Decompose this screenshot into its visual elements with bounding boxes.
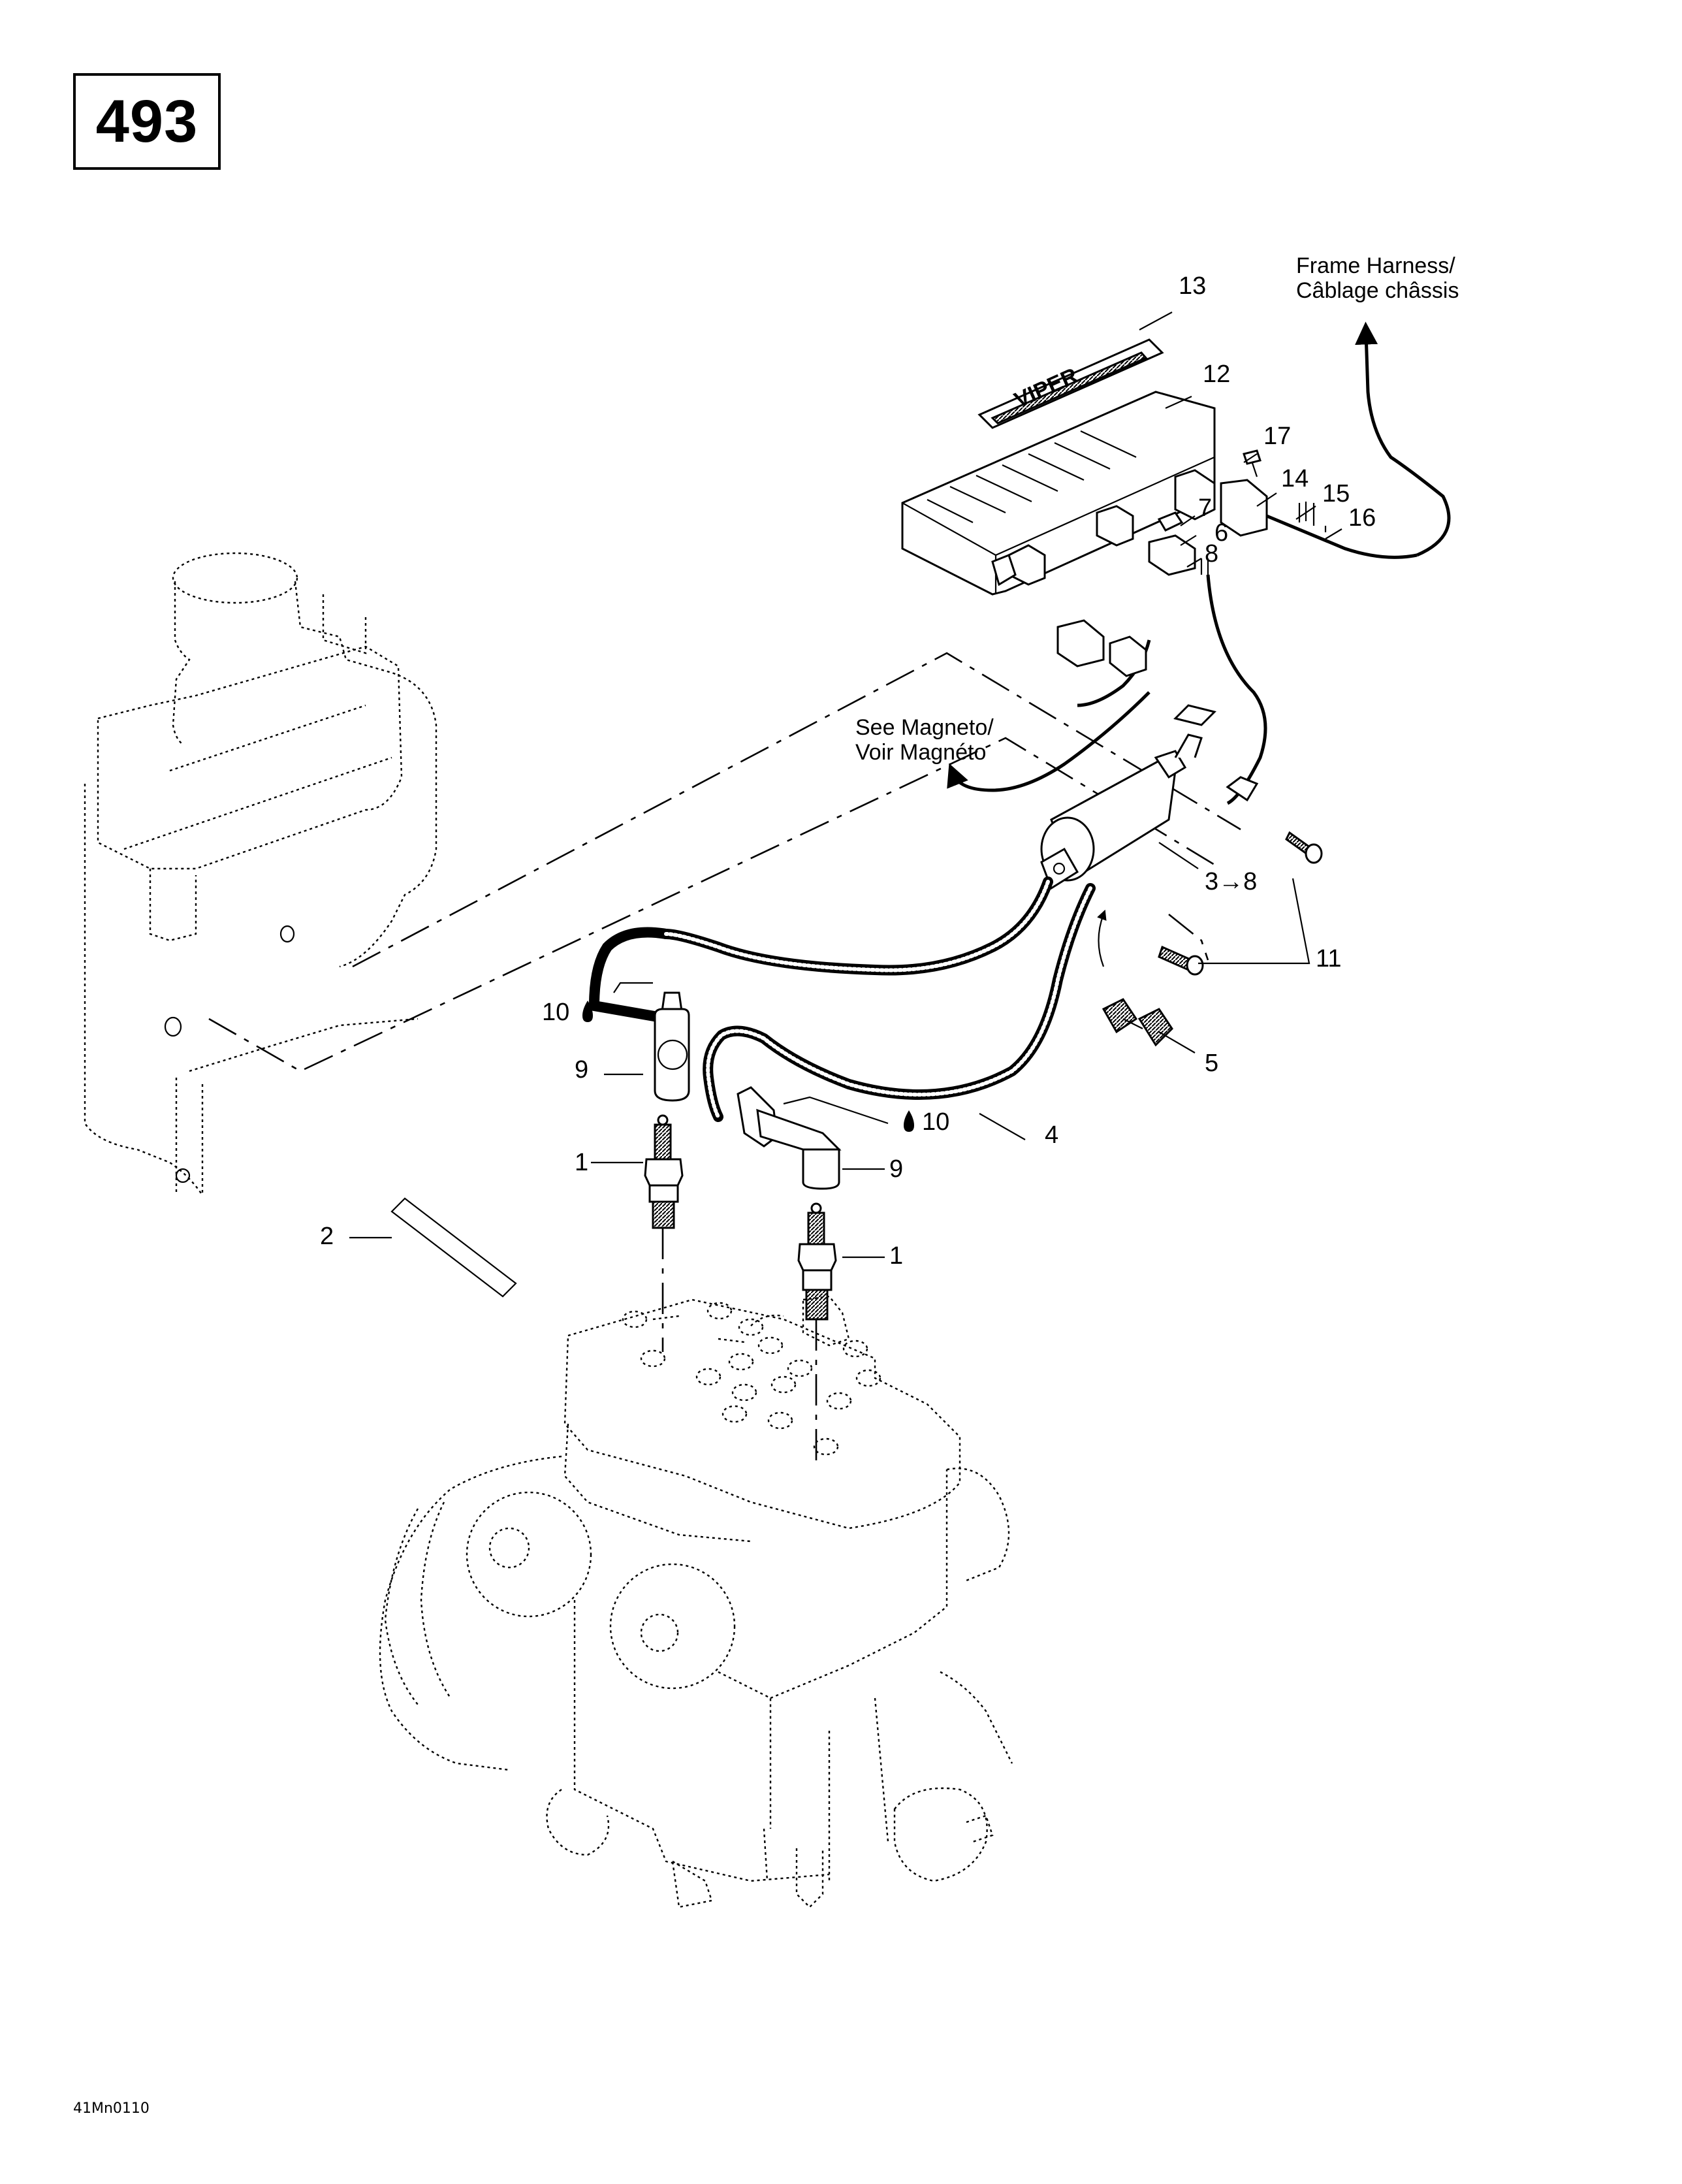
callout-1a: 1 [575,1149,588,1176]
callout-2: 2 [320,1223,334,1250]
engine [379,1295,1013,1908]
figure-code: 41Mn0110 [73,2100,150,2117]
screw-upper [1285,831,1323,864]
callout-6: 6 [1214,519,1228,547]
high-tension-cable [588,876,1096,1122]
alignment-line [208,737,1222,1072]
callout-11: 11 [1316,945,1341,972]
callout-3-8: 3→8 [1205,868,1257,895]
spark-plug-left [644,1114,684,1229]
alignment-line [1168,913,1209,961]
spark-plug-cap-right [737,1086,842,1190]
magneto-note-line1: See Magneto/ [855,715,994,740]
callout-17: 17 [1263,423,1291,450]
callout-9a: 9 [575,1056,588,1084]
callout-16: 16 [1348,504,1376,532]
electronic-module [901,391,1216,596]
callout-9b: 9 [889,1155,903,1183]
magneto-note-line2: Voir Magnéto [855,740,986,765]
callout-8: 8 [1205,540,1218,568]
frame-harness-wire [1355,321,1451,557]
frame-harness-note-line1: Frame Harness/ [1296,253,1455,278]
cable-clamp [1102,998,1173,1047]
callout-10a: 10 [542,999,569,1026]
callout-1b: 1 [889,1242,903,1270]
callout-5: 5 [1205,1050,1218,1077]
magneto-note: See Magneto/ Voir Magnéto [855,715,994,765]
decal-text: VIPER [1011,363,1082,413]
clamp-route-arrow [1097,909,1107,967]
ignition-coil [1040,704,1259,890]
decal-part: VIPER [977,338,1164,429]
callout-12: 12 [1203,361,1230,388]
callout-7: 7 [1198,494,1212,522]
callout-15: 15 [1322,480,1350,507]
callout-13: 13 [1179,272,1206,300]
drop-icon [904,1110,914,1132]
screw-lower [1158,945,1204,976]
spark-plug-right [797,1202,837,1321]
label-strip [390,1197,517,1298]
module-wire [1206,574,1267,805]
magneto-connector [1056,619,1147,677]
drop-icon [582,1001,593,1022]
spark-plug-cap-left [654,991,690,1102]
page-number-box: 493 [73,73,221,170]
magneto-wire [947,691,1150,792]
frame-harness-note: Frame Harness/ Câblage châssis [1296,253,1459,303]
callout-14: 14 [1281,465,1309,492]
callout-labels: 13 12 17 14 15 16 7 6 8 3→8 11 5 4 10 9 … [320,272,1376,1270]
callout-10b: 10 [922,1108,949,1136]
frame-harness-note-line2: Câblage châssis [1296,278,1459,303]
oil-tank [84,552,437,1196]
callout-4: 4 [1045,1121,1058,1149]
page-number: 493 [95,88,198,155]
leader-lines [349,312,1342,1259]
